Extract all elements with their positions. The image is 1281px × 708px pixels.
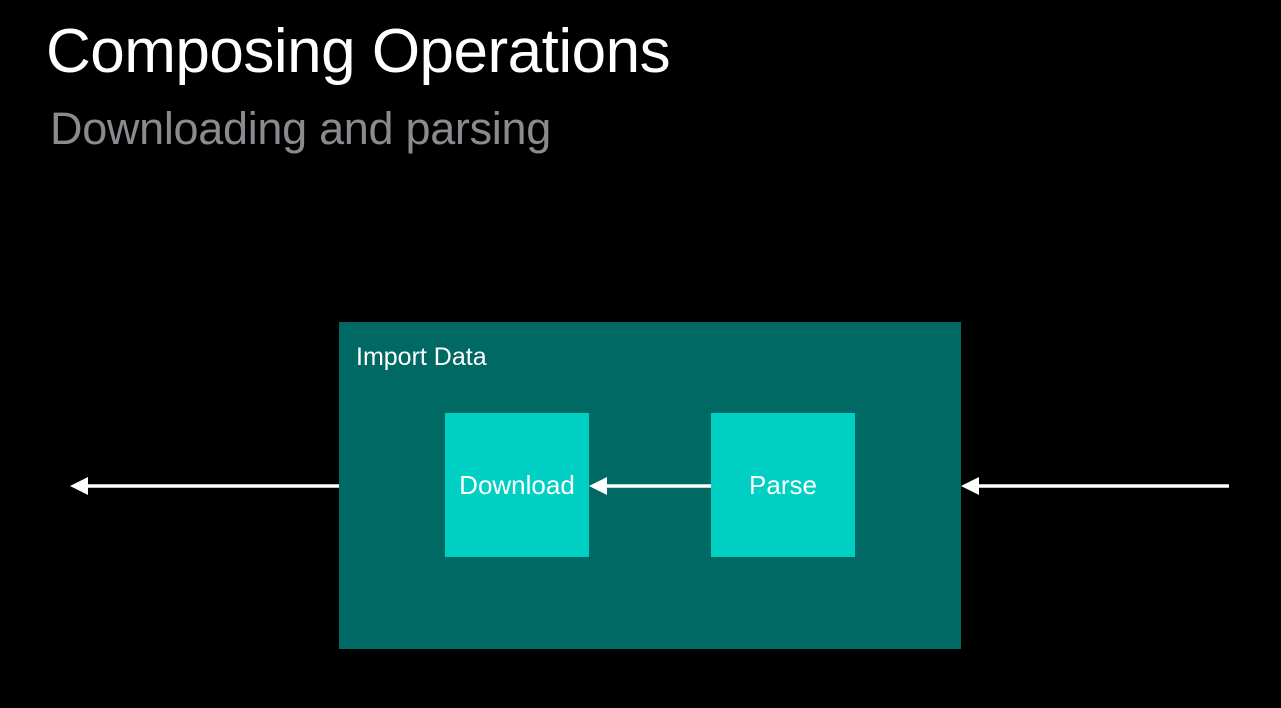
download-operation: Download bbox=[445, 413, 589, 557]
parse-label: Parse bbox=[749, 469, 817, 500]
import-data-label: Import Data bbox=[356, 343, 487, 371]
parse-operation: Parse bbox=[711, 413, 855, 557]
download-label: Download bbox=[459, 469, 575, 500]
import-data-container: Import Data bbox=[339, 322, 961, 649]
slide-subtitle: Downloading and parsing bbox=[50, 103, 551, 154]
output-arrow bbox=[70, 477, 339, 495]
input-arrow bbox=[961, 477, 1229, 495]
slide-title: Composing Operations bbox=[46, 17, 671, 86]
